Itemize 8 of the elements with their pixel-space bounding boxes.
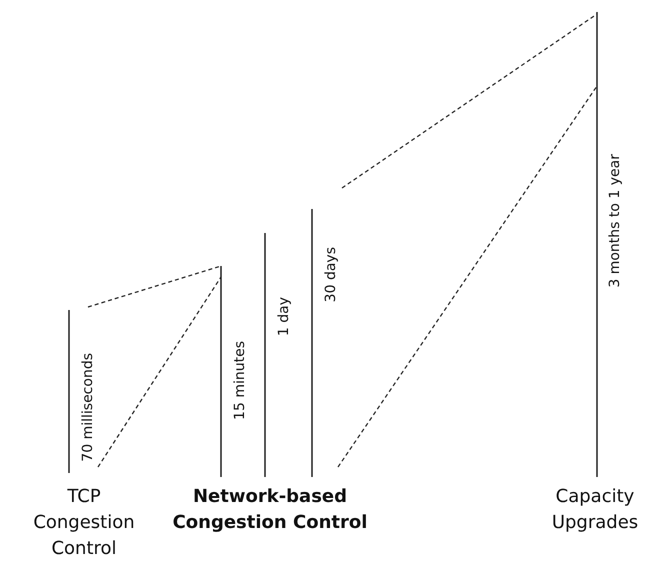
mechanism-label: Network-based Congestion Control [172,485,368,535]
duration-label: 70 milliseconds [80,353,96,462]
duration-label: 15 minutes [232,341,248,420]
duration-label: 1 day [276,297,292,336]
duration-label: 3 months to 1 year [607,154,623,288]
mechanism-label: TCP Congestion Control [32,485,136,561]
duration-label: 30 days [323,247,339,302]
mechanism-label: Capacity Upgrades [550,485,640,535]
